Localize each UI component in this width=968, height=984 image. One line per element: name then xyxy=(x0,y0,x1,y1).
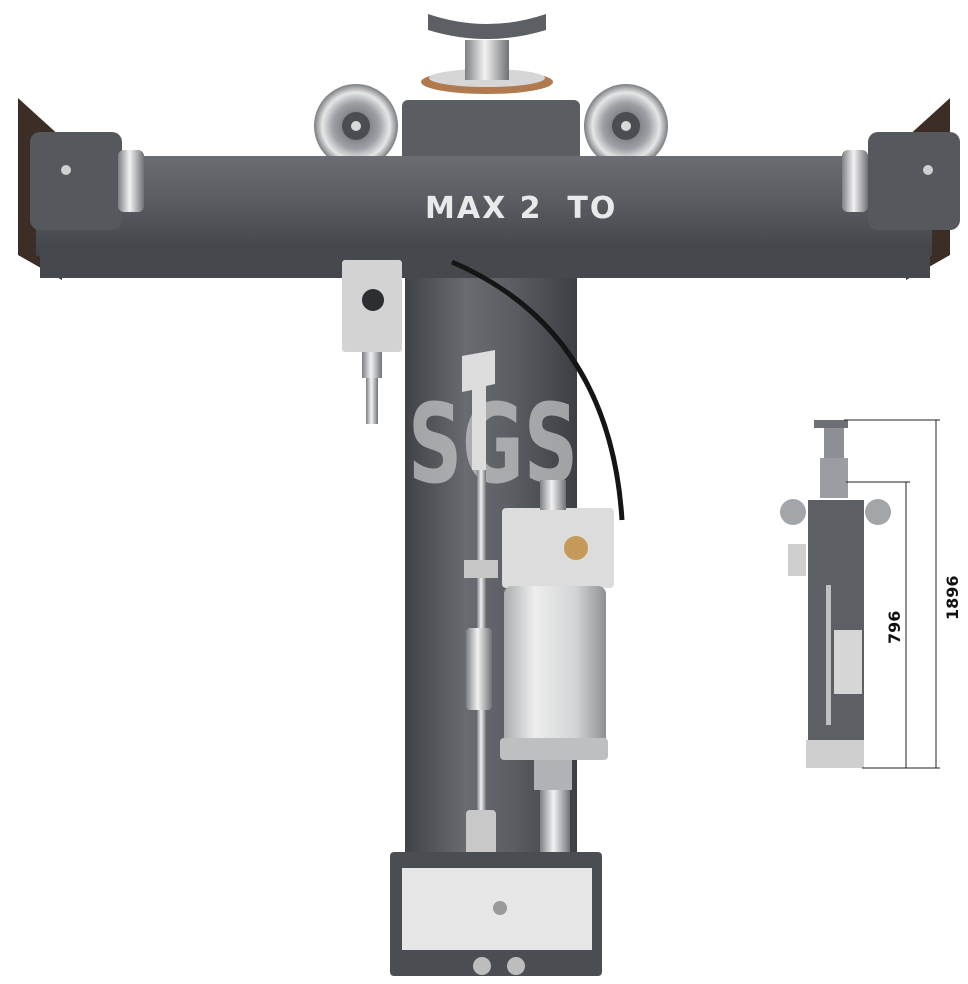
hydraulic-hose xyxy=(451,259,625,521)
beam-load-label: MAX 2 TO xyxy=(425,191,617,226)
base-block xyxy=(390,852,602,976)
total-height-label: 1896 xyxy=(943,575,962,620)
beam-end-left xyxy=(30,132,144,230)
inner-height-label: 796 xyxy=(885,611,904,644)
diagram-jack-thumbnail xyxy=(780,420,891,768)
right-roller xyxy=(584,84,668,168)
beam-end-right xyxy=(842,132,960,230)
valve-block xyxy=(342,260,402,424)
dimension-diagram: 1896 796 xyxy=(780,419,962,769)
left-roller xyxy=(314,84,398,168)
lifting-pad xyxy=(402,14,580,170)
cross-beam: MAX 2 TO xyxy=(18,98,950,280)
air-cylinder xyxy=(500,480,614,860)
dimension-lines xyxy=(844,419,940,769)
